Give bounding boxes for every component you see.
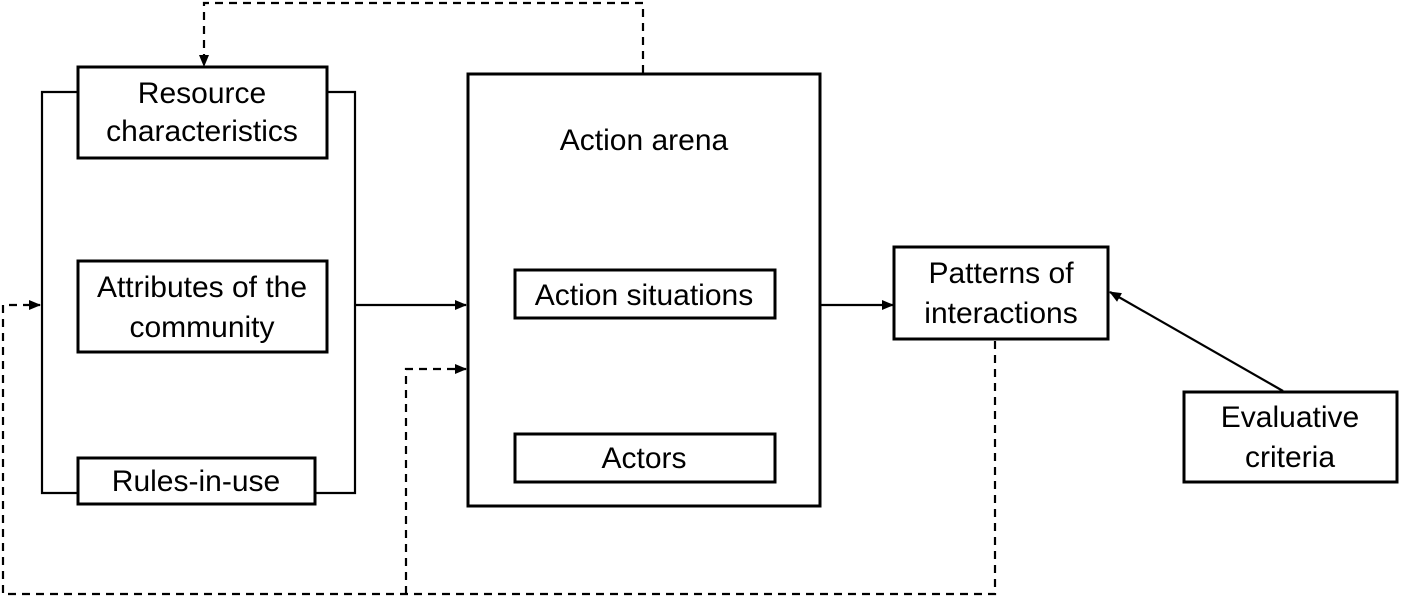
rules-label: Rules-in-use (112, 465, 280, 498)
actors-label: Actors (601, 442, 686, 475)
feedback-patterns-to-community (1, 300, 997, 596)
connector-criteria-to-patterns (1109, 291, 1284, 392)
evaluative-criteria-node: Evaluative criteria (1182, 390, 1399, 484)
resource-label-line1: Resource (138, 77, 266, 110)
community-label-line2: community (129, 311, 274, 344)
left-group-bracket (40, 90, 357, 495)
patterns-of-interactions-node: Patterns of interactions (892, 245, 1110, 341)
resource-label-line2: characteristics (106, 115, 298, 148)
criteria-label-line2: criteria (1245, 441, 1335, 474)
action-situations-label: Action situations (535, 279, 753, 312)
resource-characteristics-node: Resource characteristics (76, 65, 329, 160)
action-arena-title: Action arena (560, 124, 729, 157)
attributes-of-community-node: Attributes of the community (76, 259, 329, 354)
community-label-line1: Attributes of the (97, 271, 307, 304)
rules-in-use-node: Rules-in-use (76, 456, 317, 506)
feedback-patterns-to-arena (404, 364, 467, 594)
actors-node: Actors (513, 432, 777, 484)
patterns-label-line2: interactions (924, 297, 1077, 330)
feedback-arena-to-resource (199, 1, 645, 73)
criteria-label-line1: Evaluative (1221, 401, 1359, 434)
action-situations-node: Action situations (513, 268, 777, 320)
patterns-label-line1: Patterns of (928, 257, 1074, 290)
